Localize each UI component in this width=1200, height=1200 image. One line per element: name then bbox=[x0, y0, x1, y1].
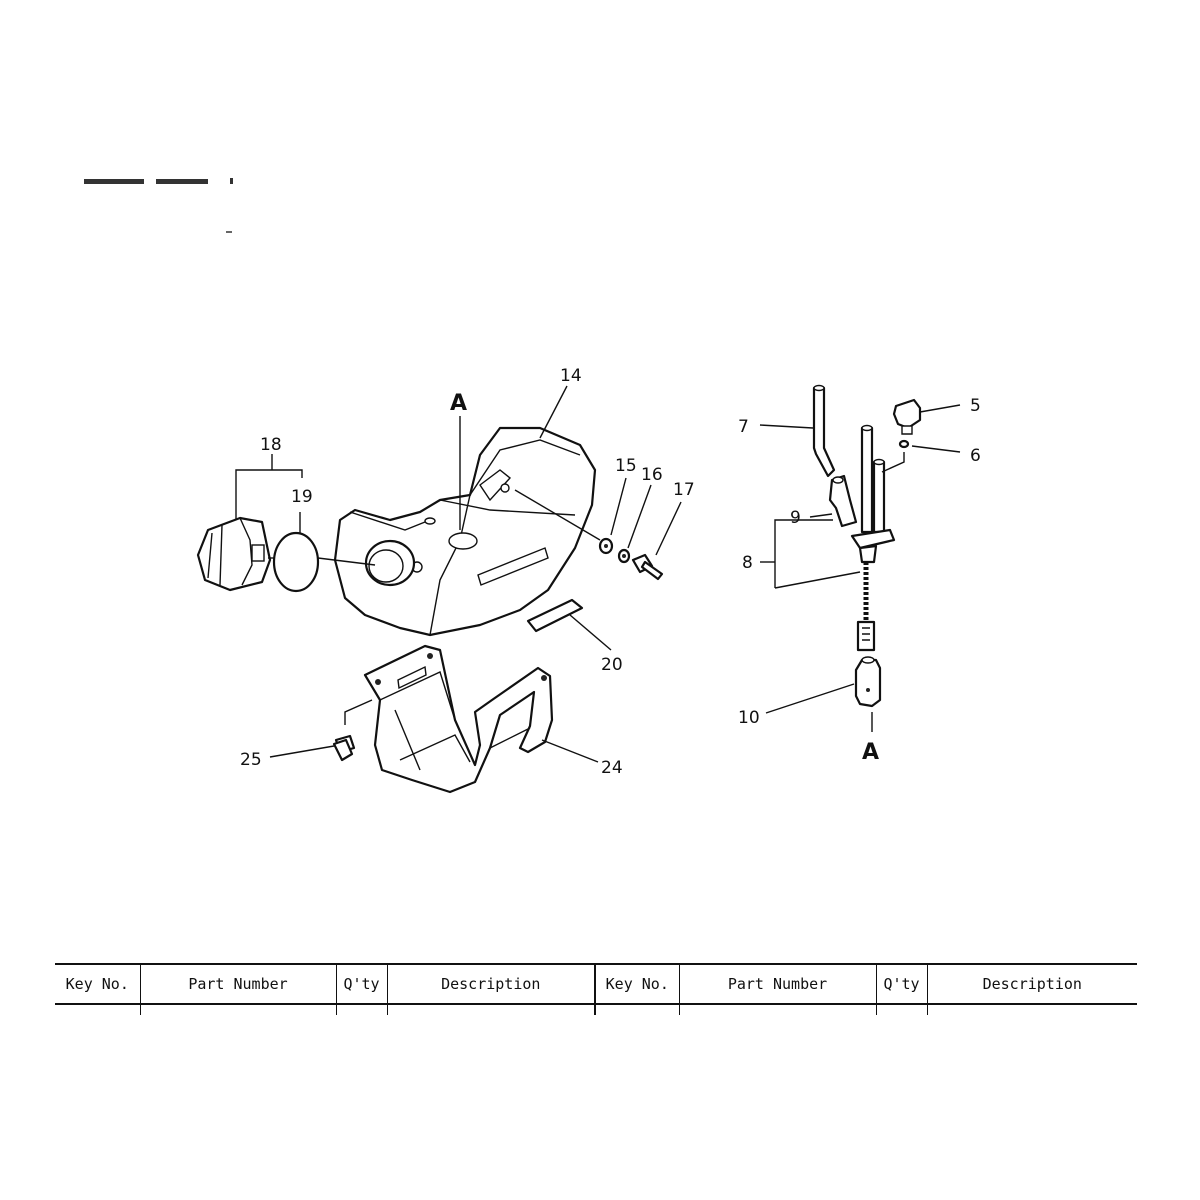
leader-lines-left bbox=[235, 385, 682, 763]
col-header-part-number-2: Part Number bbox=[678, 963, 876, 1005]
callout-9: 9 bbox=[790, 508, 801, 528]
leader-lines-right bbox=[759, 404, 961, 732]
col-header-description-2: Description bbox=[926, 963, 1137, 1005]
view-marker-a-filter: A bbox=[862, 740, 879, 765]
col-header-key-no-2: Key No. bbox=[594, 963, 679, 1005]
col-header-qty: Q'ty bbox=[335, 963, 387, 1005]
callout-18: 18 bbox=[260, 435, 282, 455]
tank-fasteners bbox=[598, 537, 664, 581]
callout-5: 5 bbox=[970, 396, 981, 416]
fuel-filter bbox=[854, 656, 882, 708]
parts-list-table: Key No. Part Number Q'ty Description Key… bbox=[55, 963, 1137, 1015]
cap-gasket bbox=[272, 531, 320, 593]
vent-cap bbox=[892, 398, 922, 435]
col-header-key-no: Key No. bbox=[55, 963, 140, 1005]
view-marker-a-tank: A bbox=[450, 391, 467, 416]
callout-24: 24 bbox=[601, 758, 623, 778]
callout-17: 17 bbox=[673, 480, 695, 500]
callout-25: 25 bbox=[240, 750, 262, 770]
fuel-tank bbox=[333, 426, 597, 637]
callout-14: 14 bbox=[560, 366, 582, 386]
col-header-description: Description bbox=[386, 963, 595, 1005]
callout-6: 6 bbox=[970, 446, 981, 466]
fuel-cap bbox=[196, 516, 272, 592]
stray-mark bbox=[226, 231, 232, 233]
tank-cushion bbox=[526, 598, 584, 633]
elbow-tube bbox=[828, 474, 858, 528]
callout-10: 10 bbox=[738, 708, 760, 728]
table-header-row: Key No. Part Number Q'ty Description Key… bbox=[55, 963, 1137, 1005]
callout-8: 8 bbox=[742, 553, 753, 573]
return-tube bbox=[812, 384, 836, 478]
col-header-qty-2: Q'ty bbox=[875, 963, 927, 1005]
callout-7: 7 bbox=[738, 417, 749, 437]
table-row bbox=[55, 1004, 1137, 1015]
tank-bracket bbox=[363, 644, 554, 794]
callout-19: 19 bbox=[291, 487, 313, 507]
col-header-part-number: Part Number bbox=[139, 963, 336, 1005]
cropped-header-marks bbox=[84, 178, 233, 184]
callout-15: 15 bbox=[615, 456, 637, 476]
bracket-bolt bbox=[332, 734, 356, 762]
o-ring bbox=[898, 439, 910, 449]
callout-16: 16 bbox=[641, 465, 663, 485]
callout-20: 20 bbox=[601, 655, 623, 675]
fuel-line-assembly bbox=[850, 424, 896, 652]
